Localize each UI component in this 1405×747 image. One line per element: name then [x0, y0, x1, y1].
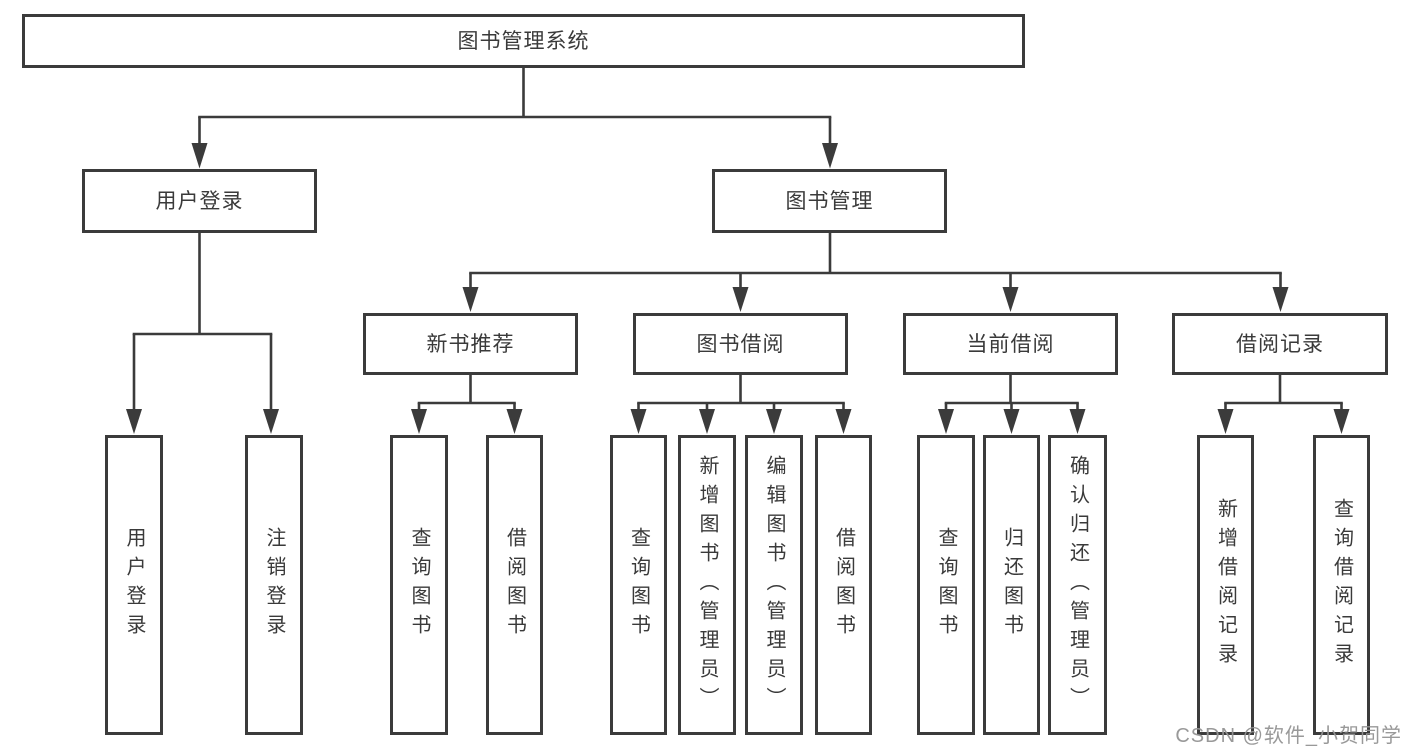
node-leaf-borrow-books-recommend: 借阅图书 [486, 435, 543, 735]
node-new-book-recommendation: 新书推荐 [363, 313, 578, 375]
node-leaf-borrow-books: 借阅图书 [815, 435, 872, 735]
node-book-management: 图书管理 [712, 169, 947, 233]
node-current-borrowing: 当前借阅 [903, 313, 1118, 375]
node-leaf-edit-books-admin: 编辑图书（管理员） [745, 435, 803, 735]
csdn-watermark: CSDN @软件_小贺同学 [1175, 725, 1402, 747]
node-leaf-return-books: 归还图书 [983, 435, 1040, 735]
node-leaf-query-books-current: 查询图书 [917, 435, 975, 735]
node-leaf-query-books-recommend: 查询图书 [390, 435, 448, 735]
node-book-borrowing: 图书借阅 [633, 313, 848, 375]
node-borrowing-records: 借阅记录 [1172, 313, 1388, 375]
node-leaf-add-borrow-record: 新增借阅记录 [1197, 435, 1254, 735]
node-user-login: 用户登录 [82, 169, 317, 233]
node-library-management-system: 图书管理系统 [22, 14, 1025, 68]
node-leaf-confirm-return-admin: 确认归还（管理员） [1048, 435, 1107, 735]
node-leaf-query-books-borrowing: 查询图书 [610, 435, 667, 735]
node-leaf-query-borrow-record: 查询借阅记录 [1313, 435, 1370, 735]
node-leaf-user-login: 用户登录 [105, 435, 163, 735]
node-leaf-logout: 注销登录 [245, 435, 303, 735]
node-leaf-add-books-admin: 新增图书（管理员） [678, 435, 736, 735]
